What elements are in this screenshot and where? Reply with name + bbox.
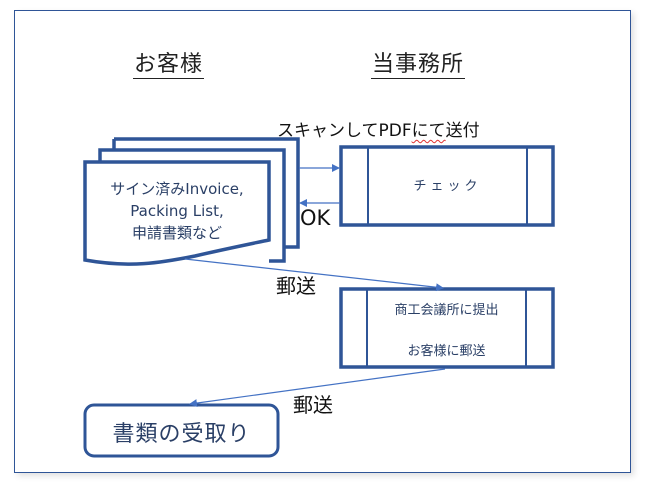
- documents-line-2: Packing List,: [130, 202, 224, 220]
- ok-label: OK: [300, 206, 331, 230]
- header-customer: お客様: [133, 52, 205, 79]
- mail-label-to-customer: 郵送: [293, 393, 333, 417]
- process-submit-line-1: 商工会議所に提出: [394, 303, 499, 318]
- documents-line-3: 申請書類など: [131, 224, 222, 242]
- document-page-front: [83, 160, 271, 266]
- documents-label: サイン済みInvoice, Packing List, 申請書類など: [88, 178, 266, 244]
- arrow-mail-to-customer: [189, 368, 446, 408]
- terminal-receive-label: 書類の受取り: [112, 422, 251, 447]
- scan-send-label: スキャンしてPDFにて送付: [277, 116, 480, 141]
- process-submit-line-2: お客様に郵送: [407, 344, 486, 359]
- multi-document-shape: [83, 137, 300, 266]
- scan-send-label-part3: 送付: [445, 121, 480, 141]
- documents-line-1: サイン済みInvoice,: [110, 180, 244, 198]
- scan-send-label-part2: にて: [411, 121, 446, 141]
- process-submit-shape: [339, 287, 555, 369]
- process-check-shape: [339, 145, 555, 227]
- header-office: 当事務所: [371, 52, 466, 79]
- arrow-mail-to-office: [184, 258, 444, 292]
- process-check-label: チェック: [413, 179, 482, 194]
- scan-send-label-part1: スキャンしてPDF: [277, 121, 412, 141]
- terminal-receive-shape: [83, 403, 280, 458]
- mail-label-to-office: 郵送: [276, 274, 316, 298]
